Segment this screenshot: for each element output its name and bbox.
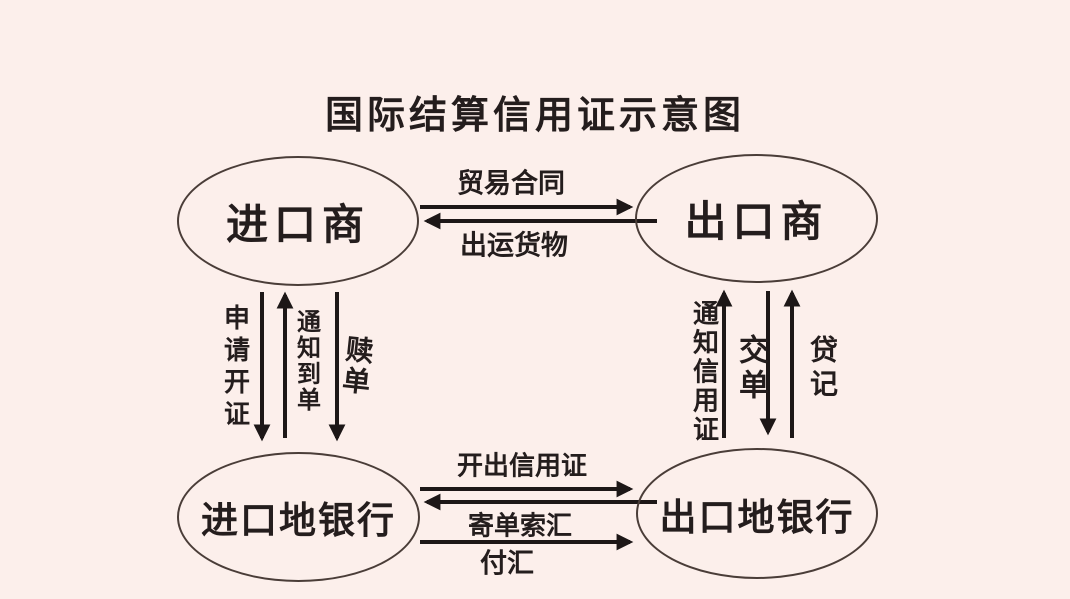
node-exporter-bank-label: 出口地银行 — [659, 497, 855, 539]
edge-label-present-docs: 交单 — [734, 334, 767, 404]
diagram-title: 国际结算信用证示意图 — [324, 95, 745, 137]
node-importer-bank: 进口地银行 — [177, 452, 420, 582]
node-exporter: 出口商 — [635, 154, 878, 283]
edge-label-notify-doc-arrival: 通知到单 — [292, 309, 319, 413]
edge-label-trade-contract: 贸易合同 — [457, 168, 565, 199]
node-importer: 进口商 — [177, 156, 419, 286]
node-importer-label: 进口商 — [225, 202, 370, 249]
edge-label-ship-goods: 出运货物 — [460, 230, 568, 261]
edge-label-advise-lc: 通知信用证 — [689, 299, 719, 445]
edge-label-redeem-docs: 赎单 — [336, 333, 375, 399]
node-importer-bank-label: 进口地银行 — [201, 501, 396, 542]
edge-label-send-docs-claim: 寄单索汇 — [467, 511, 573, 541]
edge-label-pay: 付汇 — [480, 548, 534, 579]
node-exporter-label: 出口商 — [684, 200, 829, 246]
edge-label-credit: 贷记 — [806, 335, 837, 403]
node-exporter-bank: 出口地银行 — [636, 448, 878, 579]
edge-label-issue-lc: 开出信用证 — [456, 451, 588, 481]
edge-label-apply-lc: 申请开证 — [220, 304, 250, 432]
